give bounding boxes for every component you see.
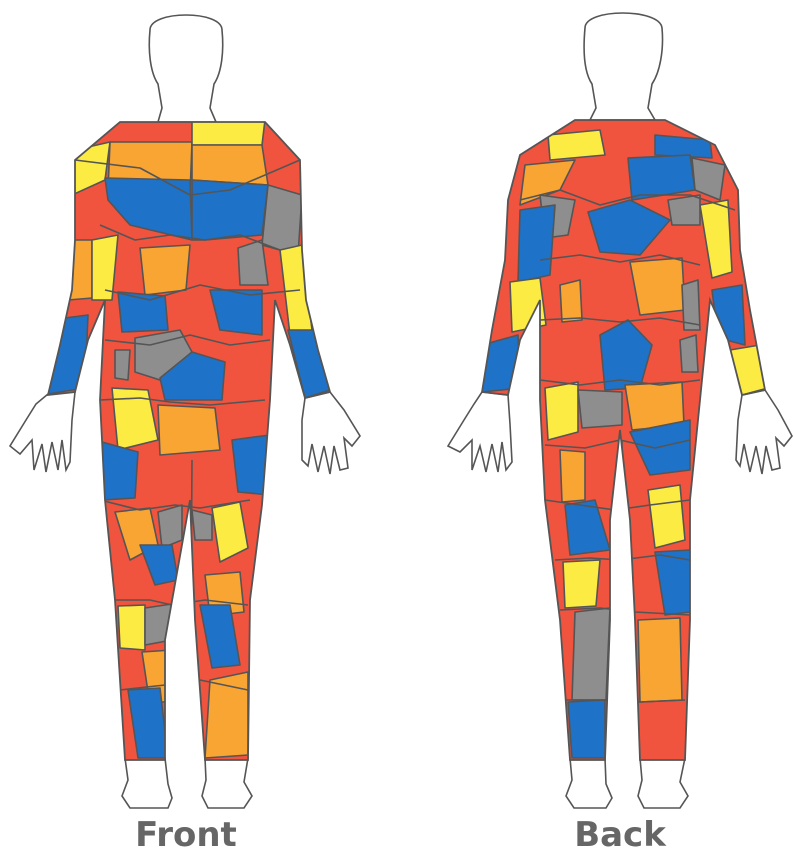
front-head xyxy=(149,15,222,122)
back-patch xyxy=(548,130,605,160)
front-patch xyxy=(158,405,220,455)
back-right-foot xyxy=(638,758,688,808)
front-right-foot xyxy=(202,758,252,808)
back-head xyxy=(584,13,662,120)
front-label: Front xyxy=(135,815,237,852)
front-patch xyxy=(48,315,88,394)
front-patch xyxy=(115,350,130,380)
back-figure: Back xyxy=(448,13,792,852)
back-patch xyxy=(638,618,682,702)
front-patch xyxy=(192,120,265,145)
front-patch xyxy=(118,605,145,650)
front-right-hand xyxy=(302,392,360,474)
back-right-hand xyxy=(736,390,792,474)
back-patch xyxy=(630,258,685,315)
front-patch xyxy=(238,240,268,285)
back-patch xyxy=(518,205,555,282)
back-patch xyxy=(545,382,578,440)
front-left-foot xyxy=(122,758,172,808)
front-figure: Front xyxy=(0,15,360,852)
front-patch xyxy=(192,510,212,540)
back-patch xyxy=(568,700,605,758)
back-patch xyxy=(572,608,610,700)
front-patch xyxy=(102,442,138,500)
back-patch xyxy=(560,280,582,322)
back-patch xyxy=(680,335,698,372)
back-label: Back xyxy=(574,815,667,852)
back-patch xyxy=(578,390,622,428)
back-patch xyxy=(668,195,700,225)
back-patch xyxy=(648,485,685,548)
front-patch xyxy=(140,245,190,295)
back-patch xyxy=(560,450,585,502)
back-left-hand xyxy=(448,392,512,472)
front-patch xyxy=(158,505,182,548)
front-patch xyxy=(288,330,330,398)
front-patch xyxy=(192,180,268,240)
back-left-foot xyxy=(566,758,612,808)
front-left-hand xyxy=(10,392,75,472)
back-patch xyxy=(563,560,600,608)
front-patch xyxy=(262,185,302,255)
